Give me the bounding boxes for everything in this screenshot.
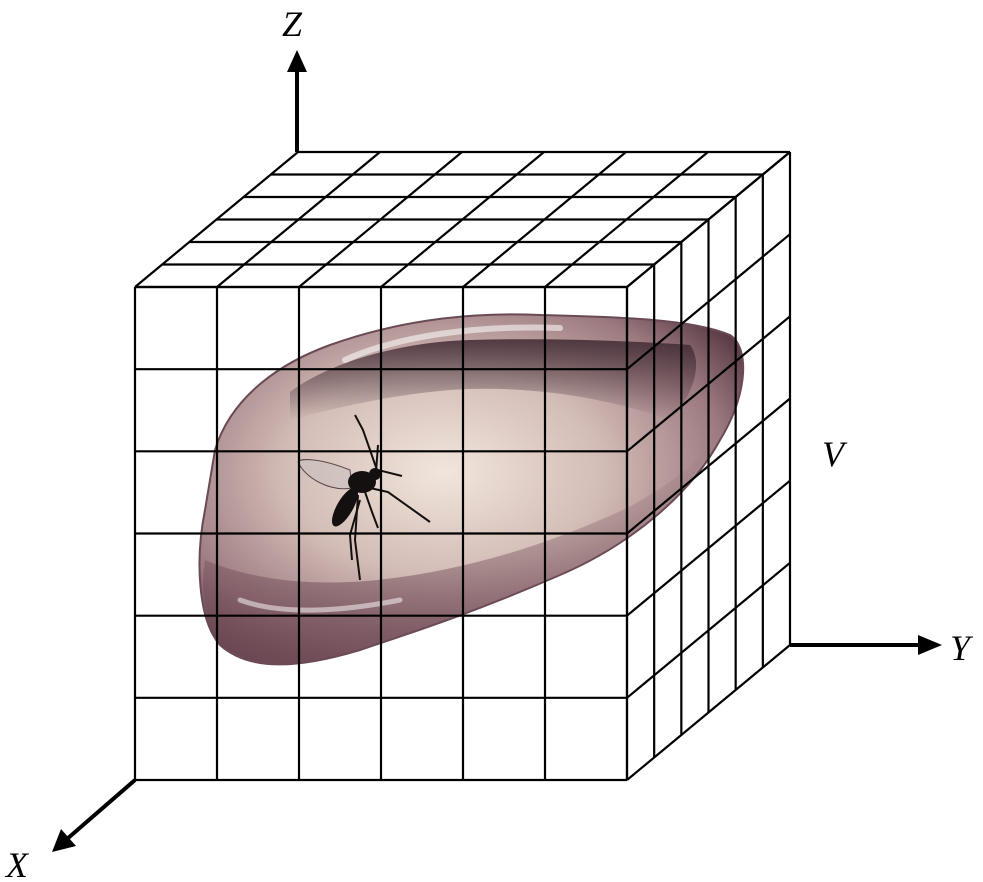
- z-axis-arrow-icon: [287, 50, 307, 72]
- z-axis-label: Z: [282, 4, 303, 44]
- x-axis: [52, 780, 135, 852]
- z-axis: [287, 50, 307, 152]
- amber-specimen-icon: [200, 314, 744, 664]
- y-axis: [790, 635, 942, 655]
- y-axis-arrow-icon: [918, 635, 942, 655]
- x-axis-label: X: [4, 845, 30, 882]
- y-axis-label: Y: [950, 628, 974, 668]
- volume-label: V: [822, 434, 848, 474]
